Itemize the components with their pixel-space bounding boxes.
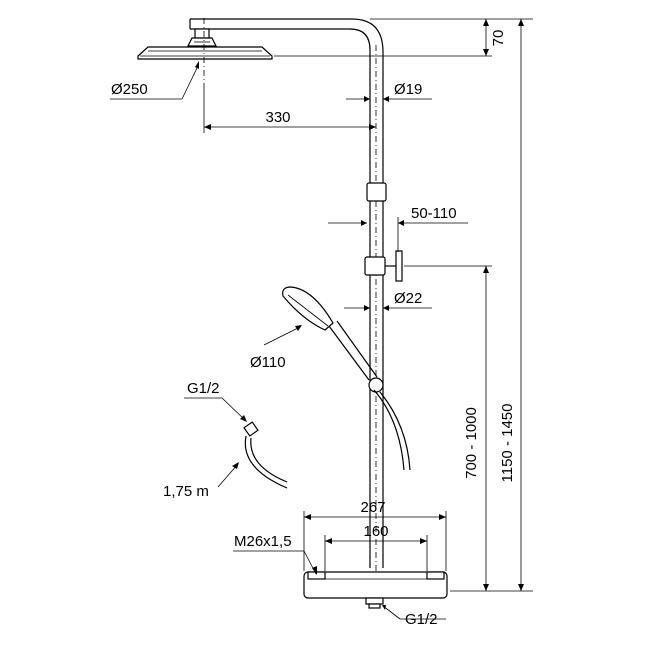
label-pipe-diameter: Ø19 bbox=[394, 81, 422, 98]
hose-detail bbox=[243, 421, 288, 489]
thermostat-mixer bbox=[303, 571, 448, 609]
wall-bracket bbox=[364, 250, 403, 282]
label-width-total: 267 bbox=[360, 499, 385, 516]
label-hose-length: 1,75 m bbox=[163, 483, 209, 500]
label-head-offset: 70 bbox=[490, 30, 507, 47]
label-arm-length: 330 bbox=[265, 109, 290, 126]
label-inlet-spacing: 160 bbox=[363, 523, 388, 540]
label-bar-diameter: Ø22 bbox=[394, 290, 422, 307]
hand-shower-holder bbox=[368, 377, 384, 393]
label-height-bracket: 700 - 1000 bbox=[463, 407, 480, 479]
dimension-lines bbox=[110, 18, 533, 620]
label-height-total: 1150 - 1450 bbox=[499, 404, 516, 483]
overhead-arm bbox=[189, 18, 384, 185]
label-adjust-range: 50-110 bbox=[411, 205, 457, 222]
shower-bar bbox=[369, 45, 384, 575]
label-hand-shower-diameter: Ø110 bbox=[250, 354, 286, 371]
overhead-shower-head bbox=[137, 46, 273, 60]
label-head-diameter: Ø250 bbox=[111, 81, 148, 98]
hand-shower bbox=[282, 286, 411, 471]
height-adjust-sleeve bbox=[366, 182, 387, 202]
label-outlet-thread: G1/2 bbox=[405, 611, 438, 628]
label-thread: M26x1,5 bbox=[234, 533, 292, 550]
head-connector bbox=[187, 28, 217, 47]
label-hose-connection: G1/2 bbox=[187, 380, 220, 397]
dimension-labels: 70 Ø250 Ø19 330 50-110 Ø22 Ø110 G1/2 1,7… bbox=[111, 30, 516, 628]
